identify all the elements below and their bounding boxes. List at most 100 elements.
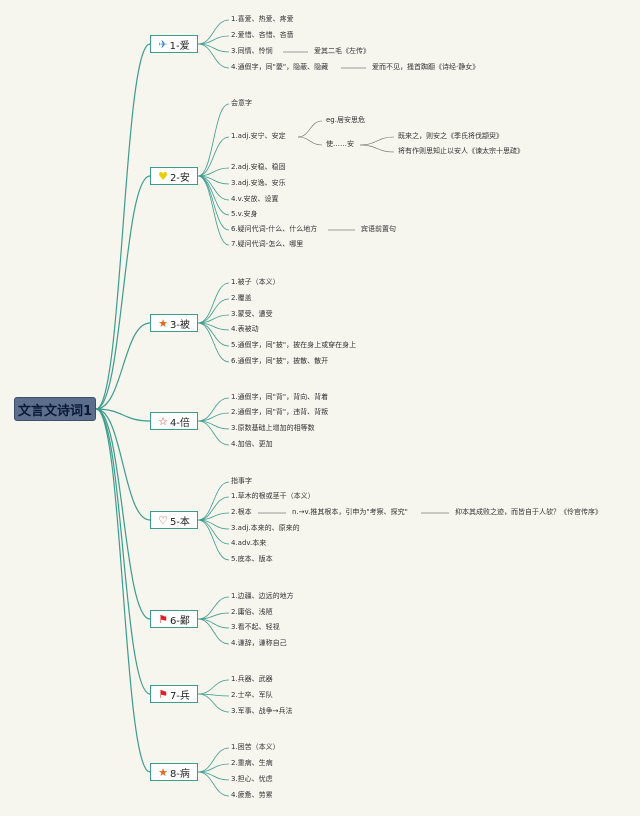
branch-item: 2.根本 [231,508,252,516]
branch-item: 1.adj.安宁、安定 [231,132,286,140]
heart-outline-icon: ♡ [158,513,168,527]
item-curve [197,747,230,773]
branch-item: 2.覆盖 [231,294,252,302]
branch-curve-6 [95,408,151,620]
yellow-heart-icon: ♥ [158,169,168,183]
item-curve [197,481,230,521]
note-text: 爱其二毛《左传》 [314,47,370,55]
branch-item: 4.表被动 [231,325,259,333]
branch-item: 3.原数基础上增加的相等数 [231,424,315,432]
item-curve [197,763,230,773]
note-text: 宾语前置句 [361,225,396,233]
branch-curve-2 [95,175,151,410]
branch-label: 4-倍 [169,417,190,429]
quote-text: 抑本其成败之迹，而皆自于人欤？《伶官传序》 [455,508,602,516]
item-curve [197,412,230,422]
branch-item: 1.喜爱、热爱、疼爱 [231,15,294,23]
item-curve [197,322,230,363]
root-label: 文言文诗词1 [17,403,93,419]
branch-curve-1 [95,43,151,410]
branch-item: 4.谦辞，谦称自己 [231,639,287,647]
item-curve [197,420,230,446]
branch-label: 1-爱 [169,40,190,52]
branch-curve-8 [95,408,151,773]
branch-curve-4 [95,408,151,422]
item-curve [197,103,230,177]
item-curve [197,397,230,422]
note-text: n.→v.推其根本，引申为"考察、探究" [292,508,408,516]
item-curve [197,496,230,521]
branch-item: 2.庸俗、浅陋 [231,608,273,616]
sub-item: eg.居安思危 [326,116,365,124]
branch-item: 1.被子（本义） [231,278,280,286]
quote-text: 将有作则思知止以安人《谏太宗十思疏》 [398,147,524,155]
branch-item: 5.底本、版本 [231,555,273,563]
branch-node-3[interactable]: ★3-被 [150,314,198,332]
branch-item: 1.通假字，同"背"，背向、背着 [231,393,329,401]
branch-item: 1.草木的根或茎干（本义） [231,492,315,500]
branch-node-8[interactable]: ★8-病 [150,763,198,781]
branch-item: 2.士卒、军队 [231,691,273,699]
branch-item: 2.爱惜、吝惜、吝啬 [231,31,294,39]
branch-label: 5-本 [169,516,190,528]
root-node[interactable]: 文言文诗词1 [14,397,96,421]
branch-item: 7.疑问代词-怎么、哪里 [231,240,304,248]
item-curve [197,693,230,713]
branch-item: 2.重病、生病 [231,759,273,767]
branch-node-5[interactable]: ♡5-本 [150,511,198,529]
orange-star-icon: ★ [158,316,168,330]
paper-plane-icon: ✈ [158,37,168,51]
item-curve [197,519,230,561]
branch-item: 1.边疆、边远的地方 [231,592,294,600]
branch-label: 2-安 [169,172,190,184]
branch-item: 3.adj.本来的、原来的 [231,524,300,532]
item-curve [197,618,230,629]
branch-item: 4.疲惫、劳累 [231,791,273,799]
item-curve [197,679,230,695]
item-curve [197,618,230,645]
branch-item: 3.adj.安逸、安乐 [231,179,286,187]
item-curve [197,167,230,177]
item-curve [197,298,230,324]
branch-node-1[interactable]: ✈1-爱 [150,35,198,53]
branch-item: 会意字 [231,99,252,107]
branch-item: 4.adv.本来 [231,539,267,547]
branch-label: 3-被 [169,319,190,331]
orange-star-icon: ★ [158,765,168,779]
branch-node-7[interactable]: ⚑7-兵 [150,685,198,703]
branch-node-4[interactable]: ☆4-倍 [150,412,198,430]
item-curve [197,19,230,45]
item-curve [197,512,230,521]
branch-label: 7-兵 [169,690,190,702]
branch-label: 6-鄙 [169,615,190,627]
branch-item: 2.adj.安稳、稳固 [231,163,286,171]
item-curve [197,175,230,231]
sub-curve [359,136,395,146]
quote-text: 既来之，则安之《季氏将伐颛臾》 [398,132,503,140]
item-curve [197,596,230,620]
item-curve [197,136,230,177]
red-flag-icon: ⚑ [158,612,168,626]
branch-curve-7 [95,408,151,695]
branch-item: 3.军事、战争→兵法 [231,707,293,715]
branch-curve-5 [95,408,151,521]
item-curve [197,314,230,324]
branch-item: 3.同情、怜悯 [231,47,273,55]
item-curve [197,43,230,69]
item-curve [197,771,230,797]
branch-item: 4.通假字，同"薆"，隐蔽、隐藏 [231,63,329,71]
branch-item: 3.蒙受、遭受 [231,310,273,318]
branch-node-6[interactable]: ⚑6-鄙 [150,610,198,628]
branch-item: 1.困苦（本义） [231,743,280,751]
branch-item: 5.通假字，同"披"，披在身上或穿在身上 [231,341,357,349]
branch-item: 指事字 [231,477,252,485]
sub-item: 使……安 [326,140,354,148]
item-curve [197,282,230,324]
branch-item: 1.兵器、武器 [231,675,273,683]
branch-item: 3.担心、忧虑 [231,775,273,783]
branch-item: 4.加倍、更加 [231,440,273,448]
sub-curve [297,136,323,146]
branch-item: 6.通假字，同"披"，披散、散开 [231,357,329,365]
sub-curve [359,144,395,153]
branch-node-2[interactable]: ♥2-安 [150,167,198,185]
